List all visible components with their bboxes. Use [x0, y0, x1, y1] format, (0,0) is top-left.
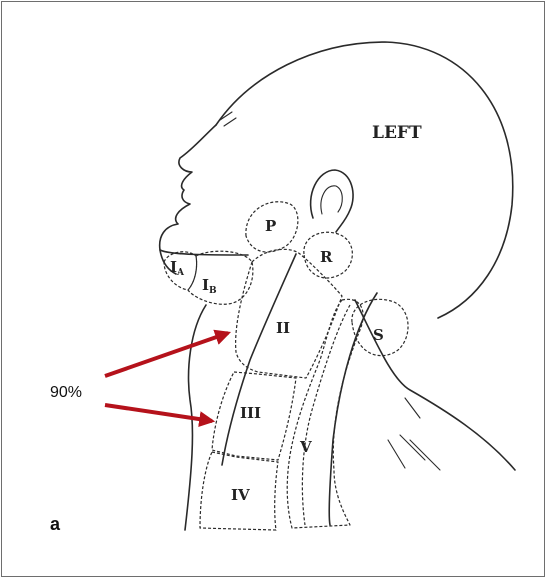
arrow-to-level-iii: [105, 405, 212, 421]
shoulder-stroke: [388, 440, 405, 468]
shoulder-stroke: [400, 435, 425, 460]
sternocleidomastoid-line: [222, 254, 296, 465]
ear-outline: [311, 170, 353, 232]
region-p-label: P: [265, 217, 276, 235]
panel-label: a: [50, 514, 61, 534]
region-iii-label: III: [240, 404, 261, 422]
region-r-label: R: [320, 248, 333, 266]
region-ia-label: IA: [170, 258, 185, 278]
shoulder-stroke: [410, 440, 440, 470]
percentage-label: 90%: [50, 384, 82, 401]
region-iv-label: IV: [231, 486, 250, 504]
region-s-label: S: [373, 326, 384, 344]
head-outline: [216, 42, 513, 318]
region-v-label: V: [299, 438, 312, 456]
side-label: LEFT: [372, 123, 422, 143]
ear-inner: [321, 186, 342, 214]
region-ib-outline: [188, 251, 253, 304]
region-v-outline: [287, 299, 363, 528]
region-ii-label: II: [276, 319, 290, 337]
arrow-to-level-ii: [105, 333, 228, 376]
region-ib-label: IB: [202, 276, 217, 296]
shoulder-stroke: [405, 398, 420, 418]
eye-lash: [220, 112, 236, 126]
